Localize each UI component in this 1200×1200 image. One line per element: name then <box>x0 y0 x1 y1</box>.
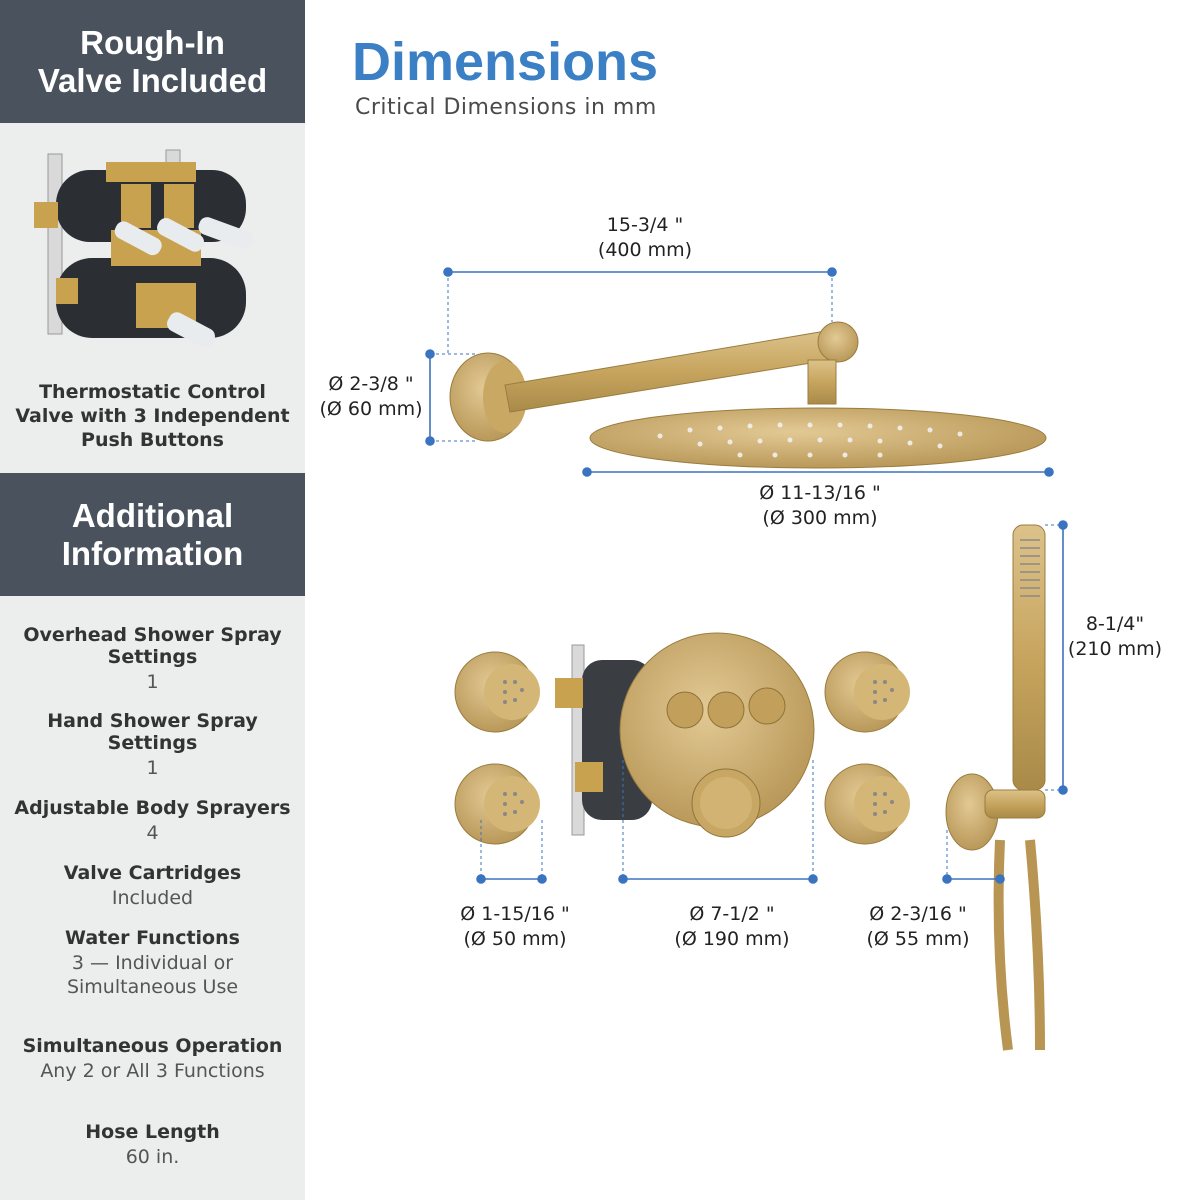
sidebar: Rough-In Valve Included Thermostatic Con… <box>0 0 305 1200</box>
additional-title-line-2: Information <box>61 534 244 572</box>
dim-metric: (Ø 190 mm) <box>674 928 790 950</box>
page-title: Dimensions <box>352 32 659 92</box>
shower-arm-icon <box>449 321 859 442</box>
dim-imperial: Ø 2-3/16 " <box>869 903 967 925</box>
trim-plate-icon <box>619 632 815 838</box>
spec-value: Any 2 or All 3 Functions <box>40 1060 265 1082</box>
rough-in-valve-icon <box>34 149 253 348</box>
hand-shower-icon <box>945 524 1046 1051</box>
dimension-diagram <box>425 267 1068 1051</box>
spec-label: Settings <box>107 646 198 668</box>
dim-metric: (400 mm) <box>597 239 693 261</box>
spec-value: Simultaneous Use <box>66 976 239 998</box>
valve-caption-line-2: Valve with 3 Independent <box>15 405 290 427</box>
spec-value: 3 — Individual or <box>71 952 234 974</box>
dim-imperial: 15-3/4 " <box>606 214 684 236</box>
page-subtitle: Critical Dimensions in mm <box>355 95 657 120</box>
spec-value: 4 <box>146 822 159 844</box>
body-sprayer-icon <box>454 651 910 845</box>
dim-metric: (210 mm) <box>1067 638 1163 660</box>
dim-flange: Ø 2-3/8 " (Ø 60 mm) <box>310 372 432 422</box>
spec-label: Hose Length <box>85 1121 220 1143</box>
dim-imperial: 8-1/4" <box>1085 613 1145 635</box>
spec-body-sprayers: Adjustable Body Sprayers 4 <box>0 797 305 845</box>
dim-imperial: Ø 11-13/16 " <box>759 482 881 504</box>
dim-body-sprayer: Ø 1-15/16 " (Ø 50 mm) <box>440 902 590 952</box>
spec-hose-length: Hose Length 60 in. <box>0 1121 305 1169</box>
spec-label: Simultaneous Operation <box>22 1035 283 1057</box>
dimension-lines <box>425 267 1068 884</box>
rough-in-banner: Rough-In Valve Included <box>0 0 305 123</box>
dim-metric: (Ø 60 mm) <box>319 398 423 420</box>
valve-caption: Thermostatic Control Valve with 3 Indepe… <box>0 380 305 452</box>
spec-value: 60 in. <box>125 1146 180 1168</box>
spec-label: Overhead Shower Spray <box>23 624 282 646</box>
spec-label: Hand Shower Spray <box>47 710 258 732</box>
dim-metric: (Ø 55 mm) <box>866 928 970 950</box>
spec-label: Valve Cartridges <box>63 862 242 884</box>
rough-in-title-line-2: Valve Included <box>37 61 268 99</box>
dim-metric: (Ø 300 mm) <box>762 507 878 529</box>
dim-arm-length: 15-3/4 " (400 mm) <box>560 213 730 263</box>
spec-label: Water Functions <box>65 927 240 949</box>
showerhead-icon <box>589 407 1047 469</box>
dim-imperial: Ø 2-3/8 " <box>328 373 414 395</box>
dim-showerhead: Ø 11-13/16 " (Ø 300 mm) <box>740 481 900 531</box>
dim-imperial: Ø 7-1/2 " <box>689 903 775 925</box>
spec-value: 1 <box>146 671 159 693</box>
valve-caption-line-3: Push Buttons <box>81 429 224 451</box>
spec-value: 1 <box>146 757 159 779</box>
dim-trim-plate: Ø 7-1/2 " (Ø 190 mm) <box>657 902 807 952</box>
dim-holder: Ø 2-3/16 " (Ø 55 mm) <box>848 902 988 952</box>
spec-value: Included <box>111 887 194 909</box>
spec-simultaneous-operation: Simultaneous Operation Any 2 or All 3 Fu… <box>0 1035 305 1083</box>
spec-valve-cartridges: Valve Cartridges Included <box>0 862 305 910</box>
rough-in-title-line-1: Rough-In <box>80 23 225 61</box>
dim-handheld-length: 8-1/4" (210 mm) <box>1062 612 1168 662</box>
valve-caption-line-1: Thermostatic Control <box>39 381 266 403</box>
dim-metric: (Ø 50 mm) <box>463 928 567 950</box>
dim-imperial: Ø 1-15/16 " <box>460 903 570 925</box>
spec-label: Adjustable Body Sprayers <box>14 797 291 819</box>
spec-label: Settings <box>107 732 198 754</box>
additional-info-banner: Additional Information <box>0 473 305 596</box>
additional-title-line-1: Additional <box>71 496 234 534</box>
